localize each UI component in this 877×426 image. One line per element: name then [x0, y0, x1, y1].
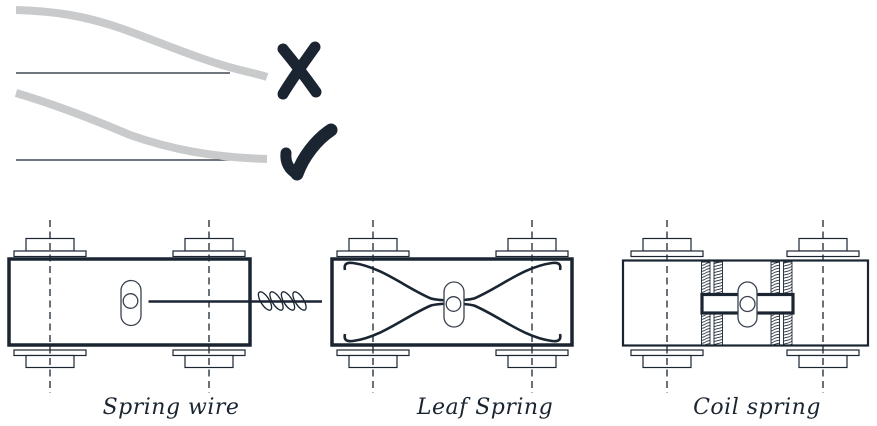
axle-centerlines	[666, 220, 824, 393]
coil-spring-diagram	[621, 220, 870, 393]
coil-spring-column	[783, 261, 793, 295]
bend-comparison	[14, 6, 338, 181]
gradual-bend-wire	[14, 89, 268, 163]
caption-leaf-spring: Leaf Spring	[416, 395, 554, 420]
coil-spring-column	[701, 261, 711, 295]
x-icon	[277, 41, 322, 100]
coil-spring-column	[701, 313, 711, 346]
leaf-spring-diagram	[330, 220, 574, 393]
coil-spring-column	[783, 313, 793, 346]
abrupt-bend-wire	[15, 6, 269, 81]
spring-wire-coil	[257, 291, 307, 311]
coil-spring-column	[770, 261, 780, 295]
caption-spring-wire: Spring wire	[102, 395, 240, 420]
coil-spring-column	[770, 313, 780, 346]
coil-spring-columns	[701, 261, 793, 346]
coil-spring-column	[713, 261, 723, 295]
check-icon	[280, 123, 338, 181]
bend-row-correct	[14, 89, 338, 181]
pivot-hole	[445, 296, 462, 312]
axle-centerlines	[49, 220, 210, 393]
coil-spring-column	[713, 313, 723, 346]
pivot-hole	[122, 293, 139, 309]
caption-coil-spring: Coil spring	[693, 395, 821, 420]
pivot-hole	[739, 295, 756, 313]
spring-wire-diagram	[7, 220, 322, 393]
axle-centerlines	[372, 220, 533, 393]
bend-row-wrong	[15, 6, 322, 100]
